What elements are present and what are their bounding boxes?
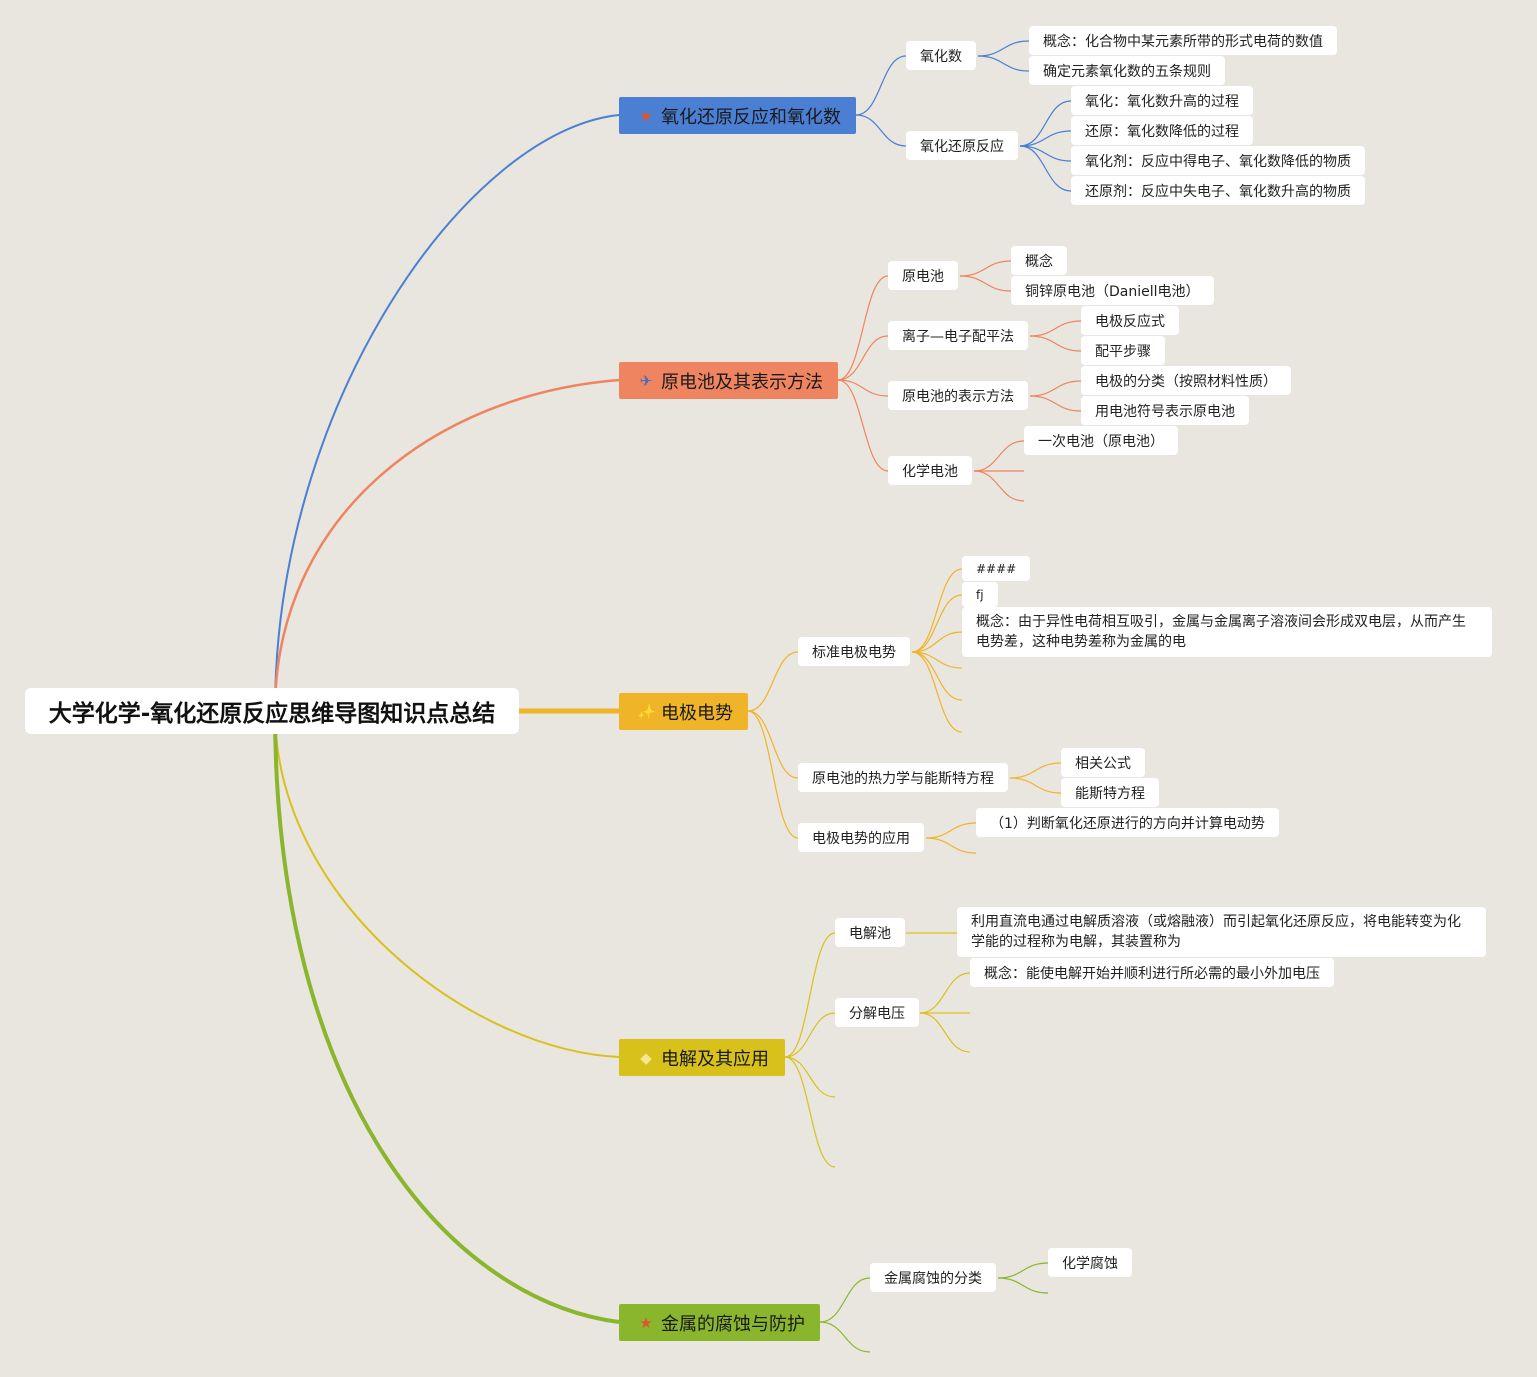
leaf-topic[interactable]: 利用直流电通过电解质溶液（或熔融液）而引起氧化还原反应，将电能转变为化学能的过程… — [957, 907, 1486, 957]
connector-line — [911, 568, 963, 653]
connector-line — [973, 470, 1025, 502]
connector-line — [747, 710, 799, 779]
leaf-topic[interactable]: 能斯特方程 — [1061, 778, 1159, 807]
connector-line — [1029, 335, 1082, 352]
connector-line — [837, 335, 889, 381]
leaf-topic[interactable]: 铜锌原电池（Daniell电池） — [1011, 276, 1214, 305]
connector-line — [784, 1012, 836, 1058]
connector-line — [819, 1321, 871, 1353]
subtopic-ion-electron-method[interactable]: 离子—电子配平法 — [888, 321, 1028, 350]
subtopic-decomposition-voltage[interactable]: 分解电压 — [835, 998, 919, 1027]
connector-line — [911, 631, 963, 653]
leaf-topic[interactable]: 概念：由于异性电荷相互吸引，金属与金属离子溶液间会形成双电层，从而产生电势差，这… — [962, 607, 1492, 657]
subtopic-redox-reaction[interactable]: 氧化还原反应 — [906, 131, 1018, 160]
leaf-topic[interactable]: 概念：能使电解开始并顺利进行所必需的最小外加电压 — [970, 958, 1334, 987]
connector-line — [274, 114, 620, 712]
branch-label: 原电池及其表示方法 — [661, 371, 823, 393]
leaf-topic[interactable]: （1）判断氧化还原进行的方向并计算电动势 — [976, 808, 1279, 837]
branch-label: 电极电势 — [661, 702, 733, 724]
leaf-topic[interactable]: 电极的分类（按照材料性质） — [1081, 366, 1291, 395]
leaf-topic[interactable]: 电极反应式 — [1081, 306, 1179, 335]
connector-line — [959, 260, 1012, 277]
connector-line — [273, 710, 620, 1324]
branch-topic-electrode-potential[interactable]: ✨ 电极电势 — [619, 693, 748, 730]
connector-line — [1019, 145, 1072, 162]
leaf-topic[interactable]: 氧化剂：反应中得电子、氧化数降低的物质 — [1071, 146, 1365, 175]
connector-line — [747, 651, 799, 712]
connector-line — [997, 1277, 1049, 1294]
connector-line — [1029, 395, 1082, 412]
connector-line — [747, 710, 799, 839]
branch-topic-electrolysis[interactable]: ◆ 电解及其应用 — [619, 1039, 785, 1076]
subtopic-galvanic-cell[interactable]: 原电池 — [888, 261, 958, 290]
leaf-topic[interactable]: 概念：化合物中某元素所带的形式电荷的数值 — [1029, 26, 1337, 55]
subtopic-corrosion-classification[interactable]: 金属腐蚀的分类 — [870, 1263, 996, 1292]
connector-line — [911, 594, 963, 653]
connector-line — [911, 651, 963, 733]
leaf-topic[interactable]: #### — [962, 556, 1031, 581]
leaf-topic[interactable]: 确定元素氧化数的五条规则 — [1029, 56, 1225, 85]
connector-line — [837, 379, 889, 397]
connector-line — [1009, 777, 1062, 794]
connector-line — [1019, 145, 1072, 192]
leaf-topic[interactable]: 用电池符号表示原电池 — [1081, 396, 1249, 425]
connector-line — [925, 822, 977, 839]
star-icon: ★ — [639, 106, 653, 125]
connector-line — [1029, 320, 1082, 337]
leaf-topic[interactable]: 化学腐蚀 — [1048, 1248, 1132, 1277]
subtopic-electrode-potential-application[interactable]: 电极电势的应用 — [798, 823, 924, 852]
subtopic-electrolytic-cell[interactable]: 电解池 — [835, 918, 905, 947]
subtopic-standard-electrode-potential[interactable]: 标准电极电势 — [798, 637, 910, 666]
star-icon: ★ — [639, 1313, 653, 1332]
connector-line — [784, 1056, 836, 1098]
connector-line — [273, 378, 620, 712]
subtopic-cell-notation[interactable]: 原电池的表示方法 — [888, 381, 1028, 410]
connector-line — [274, 710, 620, 1058]
leaf-topic[interactable]: 配平步骤 — [1081, 336, 1165, 365]
connector-line — [997, 1262, 1049, 1279]
subtopic-oxidation-number[interactable]: 氧化数 — [906, 41, 976, 70]
subtopic-chemical-battery[interactable]: 化学电池 — [888, 456, 972, 485]
connector-line — [911, 651, 963, 701]
connector-line — [919, 972, 971, 1014]
connector-line — [1029, 380, 1082, 397]
branch-topic-redox-oxidation-number[interactable]: ★ 氧化还原反应和氧化数 — [619, 97, 856, 134]
connector-line — [1009, 762, 1062, 779]
paper-plane-icon: ✈ — [639, 371, 653, 390]
connector-line — [1019, 100, 1072, 147]
leaf-topic[interactable]: fj — [962, 582, 998, 607]
connector-line — [977, 55, 1030, 72]
leaf-topic[interactable]: 还原：氧化数降低的过程 — [1071, 116, 1253, 145]
connector-line — [855, 55, 907, 116]
branch-topic-metal-corrosion[interactable]: ★ 金属的腐蚀与防护 — [619, 1304, 820, 1341]
branch-label: 金属的腐蚀与防护 — [661, 1313, 805, 1335]
connector-line — [855, 114, 907, 147]
leaf-topic[interactable]: 相关公式 — [1061, 748, 1145, 777]
leaf-topic[interactable]: 一次电池（原电池） — [1024, 426, 1178, 455]
root-topic[interactable]: 大学化学-氧化还原反应思维导图知识点总结 — [25, 688, 519, 734]
sparkle-icon: ✨ — [637, 702, 656, 721]
connector-line — [911, 651, 963, 669]
branch-topic-galvanic-cell[interactable]: ✈ 原电池及其表示方法 — [619, 362, 838, 399]
connector-line — [1019, 130, 1072, 147]
connector-line — [973, 440, 1025, 472]
diamond-icon: ◆ — [640, 1048, 652, 1067]
branch-label: 电解及其应用 — [661, 1048, 769, 1070]
connector-line — [837, 379, 889, 472]
connector-line — [977, 40, 1030, 57]
connector-line — [819, 1277, 871, 1323]
connector-line — [925, 837, 977, 854]
leaf-topic[interactable]: 还原剂：反应中失电子、氧化数升高的物质 — [1071, 176, 1365, 205]
connector-line — [919, 1012, 971, 1053]
subtopic-thermodynamics-nernst[interactable]: 原电池的热力学与能斯特方程 — [798, 763, 1008, 792]
connector-line — [837, 275, 889, 381]
connector-line — [784, 932, 836, 1058]
connector-line — [784, 1056, 836, 1168]
connector-line — [959, 275, 1012, 292]
leaf-topic[interactable]: 氧化：氧化数升高的过程 — [1071, 86, 1253, 115]
leaf-topic[interactable]: 概念 — [1011, 246, 1067, 275]
branch-label: 氧化还原反应和氧化数 — [661, 106, 841, 128]
